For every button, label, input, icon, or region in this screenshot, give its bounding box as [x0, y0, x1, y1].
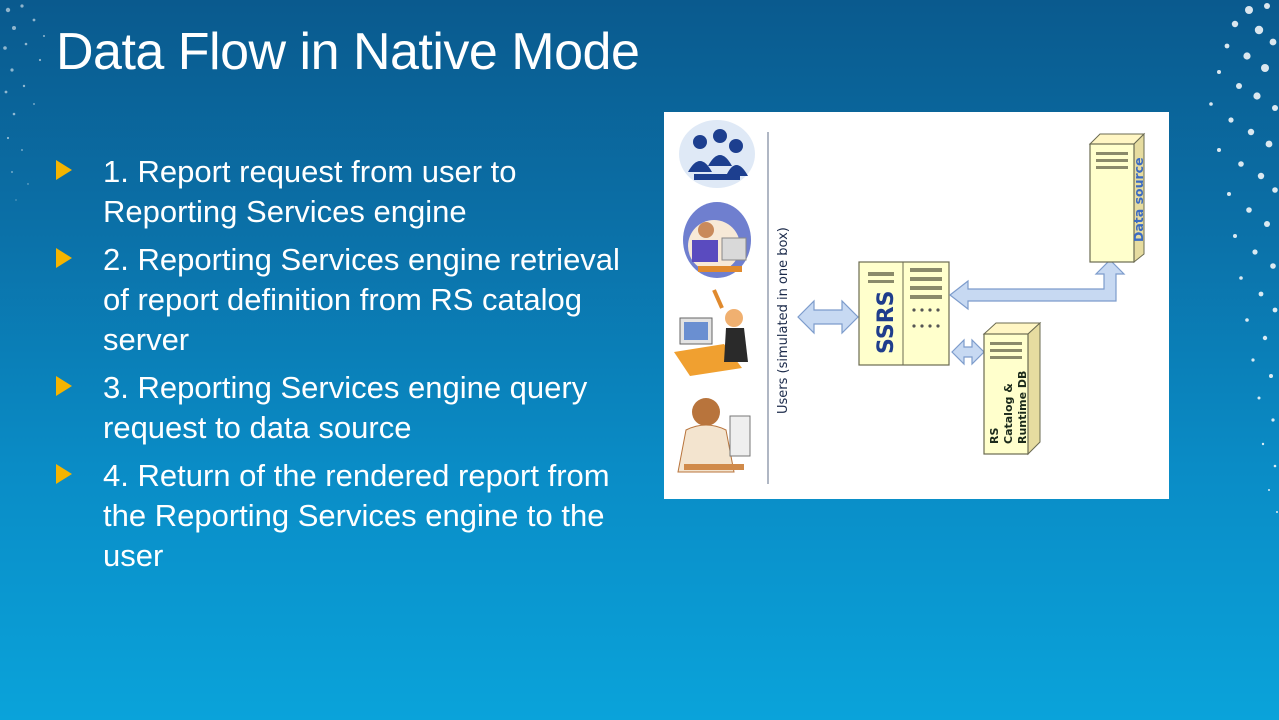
bullet-item: 4. Return of the rendered report from th… [56, 456, 636, 576]
triangle-bullet-icon [56, 368, 103, 396]
architecture-diagram: Users (simulated in one box) SSRS [664, 112, 1169, 499]
ssrs-server-icon [858, 261, 950, 366]
data-source-server-icon [1088, 132, 1146, 264]
catalog-label-line-1: RS [988, 428, 1001, 444]
user-waving-at-computer-icon [674, 289, 748, 376]
rs-catalog-server-icon [982, 321, 1042, 456]
users-label: Users (simulated in one box) [776, 227, 791, 414]
user-with-headset-icon [677, 398, 751, 473]
ssrs-data-source-arrow [949, 259, 1126, 311]
data-source-label: Data source [1131, 157, 1146, 242]
bullet-text: 4. Return of the rendered report from th… [103, 458, 610, 573]
bullet-text: 3. Reporting Services engine query reque… [103, 370, 588, 445]
users-team-clipart-icon [679, 120, 755, 188]
triangle-bullet-icon [56, 240, 103, 268]
decorative-dots-left [3, 4, 45, 201]
users-ssrs-double-arrow [797, 299, 859, 335]
ssrs-label: SSRS [874, 291, 899, 355]
catalog-label-line-3: Runtime DB [1016, 371, 1029, 444]
slide-title: Data Flow in Native Mode [56, 23, 640, 81]
bullet-list: 1. Report request from user to Reporting… [56, 152, 636, 584]
decorative-dots-right [1209, 3, 1278, 513]
bullet-text: 2. Reporting Services engine retrieval o… [103, 242, 620, 357]
bullet-item: 2. Reporting Services engine retrieval o… [56, 240, 636, 360]
triangle-bullet-icon [56, 456, 103, 484]
bullet-item: 1. Report request from user to Reporting… [56, 152, 636, 232]
user-at-computer-icon [683, 202, 751, 278]
bullet-text: 1. Report request from user to Reporting… [103, 154, 517, 229]
bullet-item: 3. Reporting Services engine query reque… [56, 368, 636, 448]
ssrs-catalog-double-arrow [951, 338, 985, 366]
catalog-label-line-2: Catalog & [1002, 383, 1015, 444]
triangle-bullet-icon [56, 152, 103, 180]
